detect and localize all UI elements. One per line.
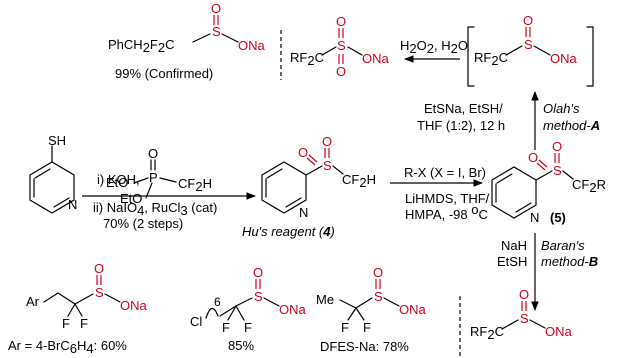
methyl-group: Me bbox=[316, 292, 334, 307]
olah-method-label: method-A bbox=[543, 118, 600, 133]
product-dfes-sulfinate: Me S O ONa F F DFES-Na: 78% bbox=[316, 265, 427, 354]
fluorine-atom: F bbox=[244, 320, 252, 335]
oxygen-atom: O bbox=[552, 139, 562, 154]
fluorine-atom: F bbox=[80, 316, 88, 331]
aryl-group: Ar bbox=[26, 294, 40, 309]
sulfur-atom: S bbox=[95, 285, 104, 300]
rf2c-group: RF2C bbox=[290, 50, 324, 68]
pyridine-nitrogen: N bbox=[530, 210, 539, 225]
eto-group: EtO bbox=[106, 175, 128, 190]
sulfonate-ona: ONa bbox=[362, 51, 390, 66]
sulfur-atom: S bbox=[323, 158, 332, 173]
oxygen-atom: O bbox=[336, 14, 346, 29]
oxygen-atom: O bbox=[336, 64, 346, 79]
product-rf2c-sulfinate: RF2C S O ONa bbox=[470, 287, 573, 342]
fluorine-atom: F bbox=[222, 320, 230, 335]
sulfur-atom: S bbox=[254, 289, 263, 304]
fluorine-atom: F bbox=[341, 320, 349, 335]
step1-koh: i) KOH, bbox=[97, 172, 140, 187]
compound-5-label: (5) bbox=[550, 210, 566, 225]
compound-5: S O O CF2R N (5) bbox=[491, 139, 606, 225]
step-yield: 70% (2 steps) bbox=[103, 216, 183, 231]
sulfinate-ona: ONa bbox=[238, 38, 266, 53]
left-bracket bbox=[467, 26, 475, 87]
sulfur-atom: S bbox=[520, 311, 529, 326]
yield-confirmed: 99% (Confirmed) bbox=[115, 66, 213, 81]
oxygen-atom: O bbox=[523, 13, 533, 28]
baran-base: NaH bbox=[501, 238, 527, 253]
phosphorus-atom: P bbox=[149, 170, 158, 185]
pyridine-ring bbox=[491, 166, 537, 219]
pyridine-ring bbox=[261, 161, 307, 214]
oxygen-atom: O bbox=[373, 265, 383, 280]
sulfinate-ona: ONa bbox=[279, 302, 307, 317]
baran-method-name: Baran's bbox=[541, 238, 585, 253]
cf2h-group: CF2H bbox=[342, 172, 376, 190]
hu-reagent-label: Hu's reagent (4) bbox=[242, 224, 335, 239]
mercaptopyridine: SH N bbox=[29, 133, 77, 214]
olah-method-name: Olah's bbox=[543, 101, 580, 116]
oxidation-reagents: H2O2, H2O bbox=[400, 38, 468, 56]
fluorine-atom: F bbox=[363, 320, 371, 335]
thiol-sh: SH bbox=[48, 133, 66, 148]
bracketed-sulfinate: RF2C S O ONa bbox=[467, 13, 594, 87]
oxygen-atom: O bbox=[322, 134, 332, 149]
alkylation-rx: R-X (X = I, Br) bbox=[404, 165, 486, 180]
pyridine-nitrogen: N bbox=[68, 197, 77, 212]
alkylation-conditions: HMPA, -98 oC bbox=[405, 202, 488, 222]
dfes-yield-label: DFES-Na: 78% bbox=[320, 339, 409, 354]
fluorine-atom: F bbox=[62, 316, 70, 331]
oxygen-atom: O bbox=[253, 265, 263, 280]
right-bracket bbox=[586, 26, 594, 87]
chain-length: 6 bbox=[214, 295, 221, 309]
sulfur-atom: S bbox=[212, 24, 221, 39]
oxygen-atom: O bbox=[94, 261, 104, 276]
sulfinate-ona: ONa bbox=[545, 324, 573, 339]
rf2c-group: RF2C bbox=[474, 50, 508, 68]
product-aryl-sulfinate: Ar S O ONa F F Ar = 4-BrC6H4: 60% bbox=[8, 261, 148, 356]
rf2c-group: RF2C bbox=[470, 324, 504, 342]
baran-thiol: EtSH bbox=[497, 254, 527, 269]
oxygen-atom: O bbox=[211, 1, 221, 16]
product-chloroalkyl-sulfinate: Cl 6 S O ONa F F 85% bbox=[190, 265, 307, 353]
sulfur-atom: S bbox=[374, 289, 383, 304]
hu-reagent: S O O CF2H N Hu's reagent (4) bbox=[242, 134, 376, 239]
baran-method-label: method-B bbox=[541, 254, 598, 269]
sulfur-atom: S bbox=[337, 38, 346, 53]
phosphonate-reagent: EtO P O CF2H EtO bbox=[106, 146, 212, 206]
sulfur-atom: S bbox=[524, 37, 533, 52]
product-phch2cf2-sulfinate: PhCH2F2C S O ONa 99% (Confirmed) bbox=[108, 1, 266, 81]
sulfur-atom: S bbox=[553, 163, 562, 178]
cf2h-group: CF2H bbox=[178, 176, 212, 194]
phosphoryl-oxygen: O bbox=[148, 146, 158, 161]
oxygen-atom: O bbox=[298, 145, 308, 160]
aryl-yield-label: Ar = 4-BrC6H4: 60% bbox=[8, 338, 127, 356]
sulfinate-ona: ONa bbox=[120, 298, 148, 313]
eto-group: EtO bbox=[120, 191, 142, 206]
sulfinate-ona: ONa bbox=[550, 51, 578, 66]
step2-oxidation: ii) NaIO4, RuCl3 (cat) bbox=[93, 200, 217, 218]
cf2r-group: CF2R bbox=[572, 177, 606, 195]
oxygen-atom: O bbox=[528, 150, 538, 165]
olah-conditions-line2: THF (1:2), 12 h bbox=[417, 118, 505, 133]
sulfinate-ona: ONa bbox=[399, 302, 427, 317]
chloro-group: Cl bbox=[190, 314, 202, 329]
alkylation-base: LiHMDS, THF/ bbox=[405, 191, 490, 206]
chloroalkyl-yield: 85% bbox=[228, 338, 254, 353]
product-rf2c-sulfonate: RF2C S O O ONa bbox=[290, 14, 390, 79]
alkyl-chain-bracket bbox=[205, 307, 219, 319]
pyridine-nitrogen: N bbox=[299, 205, 308, 220]
product-phch2cf2-formula: PhCH2F2C bbox=[108, 37, 175, 55]
oxygen-atom: O bbox=[519, 287, 529, 302]
olah-conditions-line1: EtSNa, EtSH/ bbox=[424, 101, 503, 116]
